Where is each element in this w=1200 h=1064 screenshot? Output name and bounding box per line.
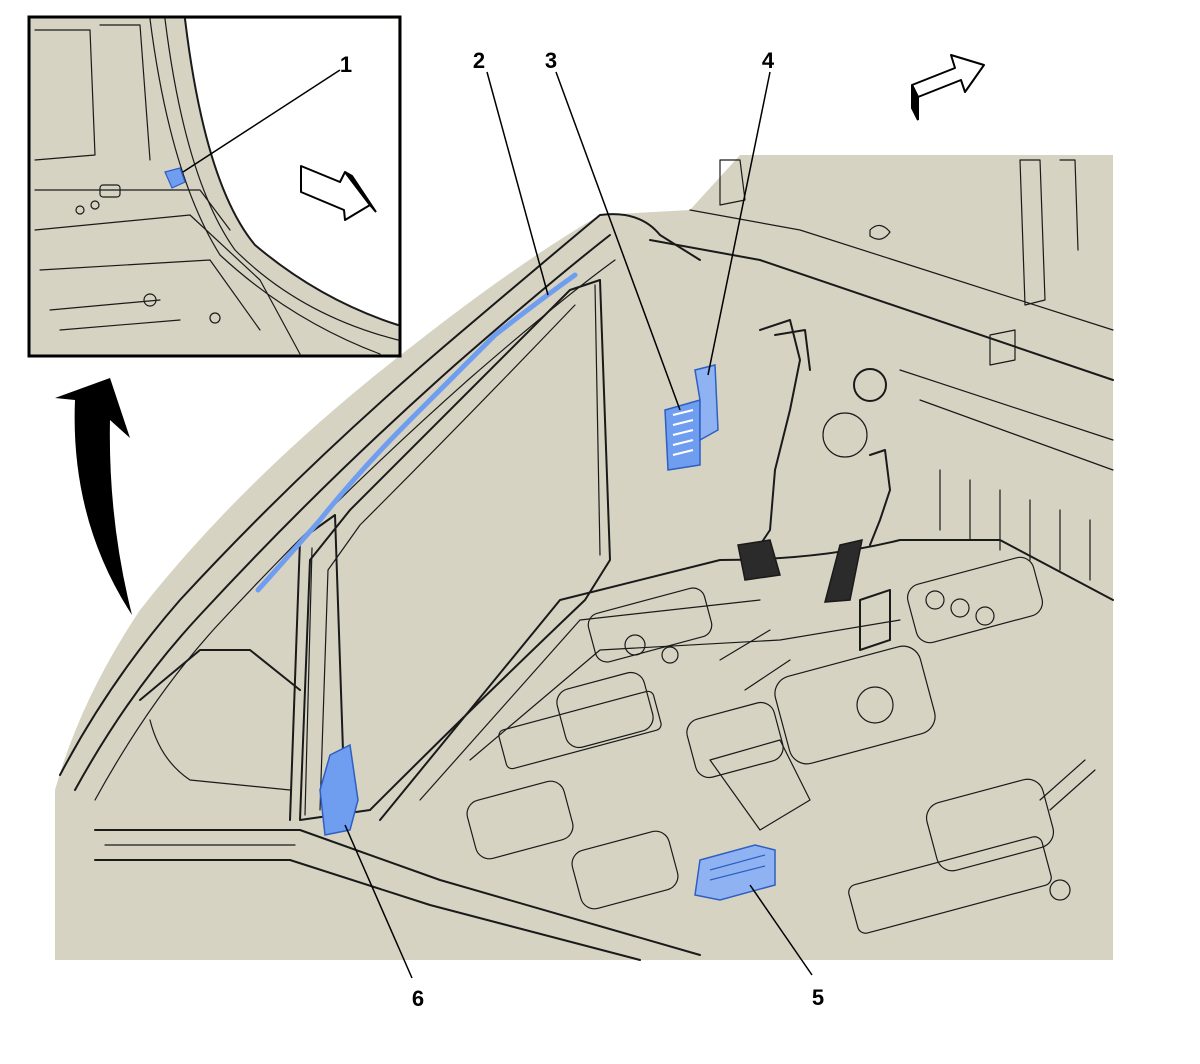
floor-pan — [379, 539, 1114, 821]
component-1-module — [164, 167, 186, 189]
direction-arrow-icon — [911, 54, 985, 121]
firewall — [649, 239, 1114, 381]
component-5-module — [694, 844, 776, 901]
inset-view — [27, 15, 402, 358]
direction-arrow-icon — [300, 165, 377, 221]
component-4-bracket — [694, 364, 719, 442]
floor-recesses — [466, 556, 1096, 934]
callout-2: 2 — [473, 48, 485, 73]
curved-arrow-icon — [55, 378, 132, 615]
door-frame-outline — [59, 213, 701, 776]
component-6-module — [319, 743, 359, 836]
callout-3: 3 — [545, 48, 557, 73]
callout-5: 5 — [812, 985, 824, 1010]
main-view — [55, 54, 1114, 979]
accelerator-pedal — [824, 449, 891, 603]
brake-pedal — [737, 319, 811, 581]
main-view-background — [55, 155, 1113, 960]
callout-4: 4 — [762, 48, 775, 73]
door-opening — [299, 279, 611, 821]
callout-6: 6 — [412, 986, 424, 1011]
callout-leaders — [344, 71, 813, 979]
callout-1: 1 — [340, 52, 352, 77]
rocker-sill — [94, 829, 701, 956]
callout-labels: 1 2 3 4 5 6 — [340, 48, 824, 1011]
component-2-harness — [255, 272, 578, 593]
component-3-module — [664, 399, 701, 471]
